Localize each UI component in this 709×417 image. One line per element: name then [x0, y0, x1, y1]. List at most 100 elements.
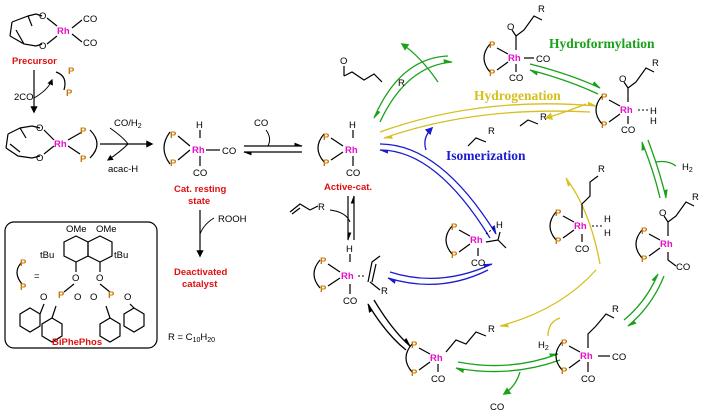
p-atom: P [170, 130, 177, 141]
acac-rh-diphosphine: O O Rh P P [5, 123, 98, 165]
p-atom: P [411, 340, 418, 351]
hg-h2-in [547, 317, 561, 337]
p-atom: P [320, 284, 327, 295]
isomerized-alkene [467, 137, 487, 147]
p-atom: P [555, 236, 562, 247]
alkyl-arrow [373, 299, 411, 347]
reagent-co: CO [490, 402, 504, 413]
p-atom: P [20, 258, 27, 269]
r-group: R [318, 202, 325, 213]
hf-arrow-3 [647, 139, 668, 199]
branched-alkyl-complex: P P Rh H CO [445, 220, 507, 269]
biphephos-box [4, 221, 158, 349]
iso-arrow-1 [379, 143, 497, 235]
p-atom: P [451, 250, 458, 261]
alkyl-dihydride-complex: P P Rh R H H CO [549, 164, 611, 255]
rh-atom: Rh [54, 139, 67, 150]
ome-group: OMe [66, 224, 87, 235]
backbone-arc [163, 131, 171, 165]
rh-atom: Rh [580, 351, 593, 362]
p-atom: P [108, 290, 115, 301]
p-atom: P [601, 120, 608, 131]
hydride-h: H [604, 228, 611, 239]
acyl-rh-co-complex: P P Rh O R CO CO [483, 4, 550, 84]
deactivated-label-2: catalyst [182, 279, 218, 290]
p-atom: P [170, 158, 177, 169]
reagent-rooh: ROOH [218, 214, 247, 225]
rh-atom: Rh [620, 105, 633, 116]
co-ligand: CO [612, 352, 626, 363]
hf-h2-in [655, 160, 677, 167]
iso-product-release [424, 126, 434, 151]
hf-co-in [502, 371, 521, 395]
arrow-rooh-in [199, 217, 215, 235]
r-group: R [652, 58, 659, 69]
tbu-group: tBu [40, 250, 54, 261]
alkene-substrate [289, 203, 311, 215]
rh-atom: Rh [430, 353, 443, 364]
rh-atom: Rh [660, 239, 673, 250]
atom-o: O [90, 292, 97, 303]
co-ligand: CO [471, 258, 485, 269]
hg-product-release [544, 103, 587, 120]
iso-arrow-2 [389, 263, 493, 279]
hf-arrow-2-back [529, 69, 599, 95]
precursor-structure: O O Rh CO CO [9, 11, 97, 52]
r-group: R [488, 126, 495, 137]
aldehyde-o: O [340, 56, 347, 67]
co-ligand: CO [431, 374, 445, 385]
hf-arrow-5 [455, 359, 561, 374]
atom-o: O [36, 123, 43, 134]
rh-atom: Rh [574, 221, 587, 232]
co-ligand: CO [621, 125, 635, 136]
co-ligand: CO [676, 262, 690, 273]
hg-arrow-1-back [383, 110, 591, 139]
ome-group: OMe [96, 224, 117, 235]
hg-arrow-3 [565, 177, 601, 265]
p-atom: P [641, 254, 648, 265]
co-ligand: CO [193, 168, 207, 179]
p-atom: P [323, 158, 330, 169]
acyl-o: O [507, 22, 514, 33]
hydride-h: H [196, 120, 203, 131]
atom-o: O [40, 292, 47, 303]
alkane-product [519, 119, 539, 127]
r-group: R [488, 324, 495, 335]
p-atom: P [641, 226, 648, 237]
p-atom: P [80, 154, 87, 165]
reagent-2co: 2CO [14, 92, 34, 103]
biphephos-structure: P P = OMe OMe tBu tBu O O P P O O O O [16, 224, 145, 343]
atom-o: O [39, 11, 46, 22]
atom-o: O [36, 153, 43, 164]
p-atom: P [601, 92, 608, 103]
tbu-group: tBu [114, 250, 128, 261]
hydroformylation-label: Hydroformylation [549, 36, 655, 51]
p-atom: P [58, 290, 65, 301]
iso-arrow-2-back [387, 269, 489, 285]
r-group: R [381, 286, 388, 297]
p-atom: P [561, 338, 568, 349]
hydride-h: H [349, 120, 356, 131]
co-ligand: CO [83, 38, 97, 49]
p-atom: P [489, 68, 496, 79]
alkyl-complex: P P Rh R CO [405, 324, 495, 385]
hf-arrow-1-back [379, 59, 453, 123]
r-definition: R = C10H20 [168, 332, 215, 344]
rh-atom: Rh [345, 145, 358, 156]
equals-sign: = [34, 271, 40, 282]
atom-o: O [74, 292, 81, 303]
reagent-h2: H2 [682, 162, 693, 174]
hf-arrow-4 [627, 275, 665, 327]
rh-atom: Rh [470, 235, 483, 246]
reagent-co: CO [254, 118, 268, 129]
deactivated-label-1: Deactivated [174, 267, 228, 278]
reagent-h2: H2 [538, 340, 549, 352]
diphosphine-arc [55, 71, 66, 91]
biphephos-label: BiPhePhos [52, 337, 102, 348]
p-atom: P [323, 132, 330, 143]
p-atom: P [555, 208, 562, 219]
hf-arrow-3-back [641, 141, 661, 199]
r-group: R [538, 4, 545, 15]
hf-arrow-1 [373, 55, 449, 119]
